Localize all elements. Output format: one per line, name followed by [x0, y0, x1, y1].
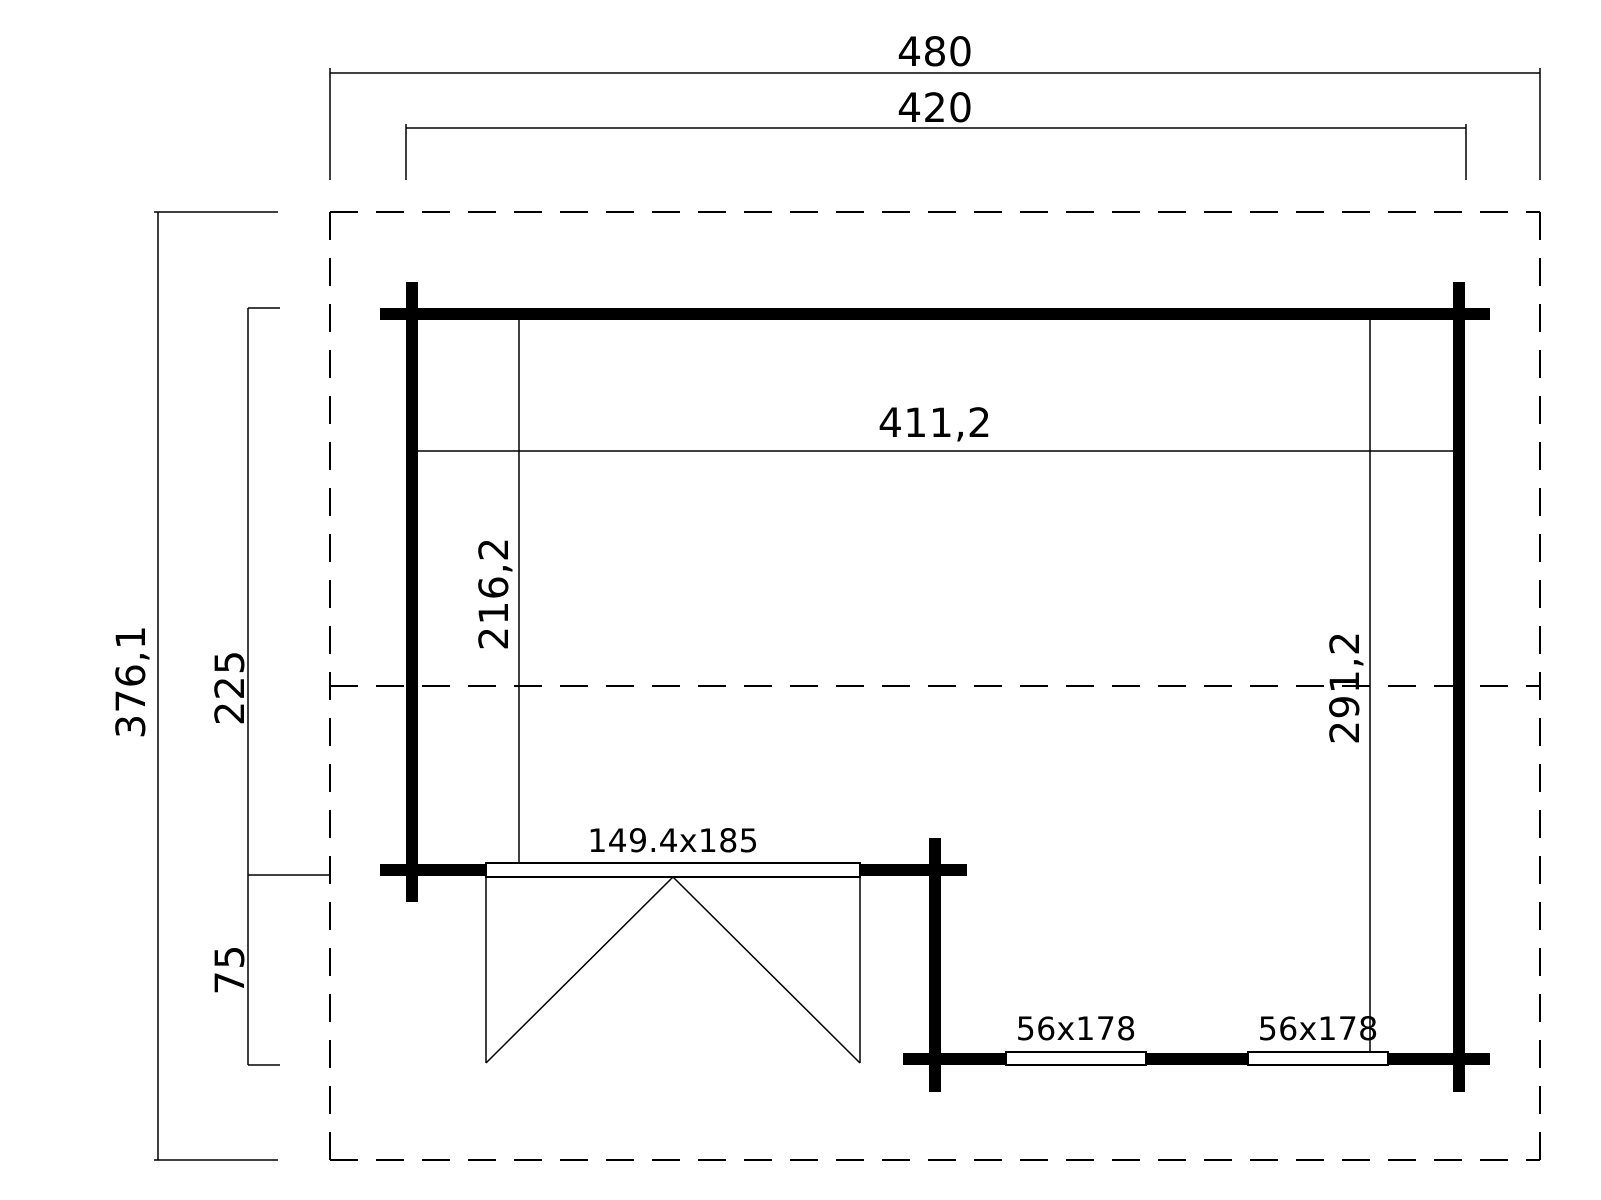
- window-1-opening: [1005, 1051, 1147, 1066]
- door-swing-left: [485, 876, 674, 1064]
- inner-depth-right-label: 291,2: [1323, 631, 1369, 746]
- overall-depth-label: 376,1: [109, 625, 155, 740]
- walls: [380, 282, 1490, 1092]
- side-depth-lower-label: 75: [208, 945, 254, 996]
- window-2-size-label: 56x178: [1258, 1010, 1379, 1048]
- double-door: 149.4x185: [485, 822, 861, 1064]
- interior-dimensions: 411,2 216,2 291,2: [417, 320, 1453, 1055]
- door-swing-right: [672, 876, 861, 1064]
- side-depth-upper-label: 225: [208, 650, 254, 726]
- window-2-opening: [1247, 1051, 1389, 1066]
- inner-depth-left-label: 216,2: [472, 537, 518, 652]
- overall-width-label: 480: [897, 30, 973, 76]
- wall-width-label: 420: [897, 86, 973, 132]
- door-size-label: 149.4x185: [587, 822, 759, 860]
- window-1-size-label: 56x178: [1016, 1010, 1137, 1048]
- interior-width-label: 411,2: [878, 401, 993, 447]
- porch-openings: 56x178 56x178: [1005, 1010, 1389, 1066]
- side-depth-dimension: 225 75: [208, 307, 331, 1066]
- overall-width-dimension: 480: [329, 30, 1541, 180]
- roof-outline: [329, 211, 1541, 1161]
- wall-width-dimension: 420: [405, 86, 1467, 180]
- overall-depth-dimension: 376,1: [109, 211, 278, 1161]
- door-opening: [485, 862, 861, 878]
